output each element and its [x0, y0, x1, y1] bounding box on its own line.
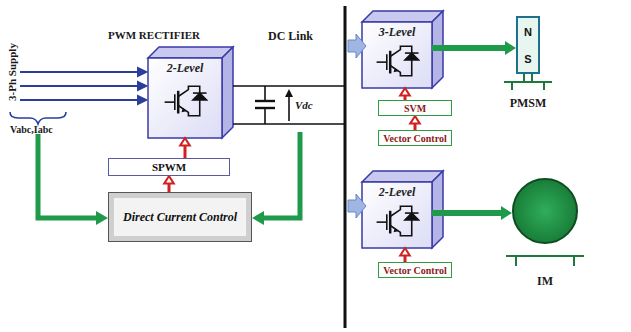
arrowhead — [180, 138, 190, 146]
motor-label: IM — [537, 274, 553, 289]
connector — [164, 176, 174, 192]
node-text: 2-Level — [167, 61, 204, 76]
node-text: S — [524, 53, 531, 65]
arrowhead — [501, 206, 512, 220]
bus-arrow — [348, 34, 366, 58]
connector — [400, 88, 410, 100]
inverter: 2-Level — [362, 182, 432, 248]
igbt-symbol — [377, 46, 419, 75]
signal-label: Vdc — [295, 99, 313, 111]
arrowhead — [164, 176, 174, 184]
igbt-symbol — [377, 206, 419, 235]
arrowhead — [410, 116, 420, 124]
node-text: N — [524, 26, 532, 38]
arrowhead — [400, 88, 410, 96]
connector — [180, 138, 190, 158]
motor-base — [504, 74, 584, 266]
modulator-box: SPWM — [108, 158, 230, 176]
control-box: Vector Control — [378, 262, 452, 278]
node-text: 3-Level — [379, 25, 416, 40]
pmsm-motor: NSPMSM — [516, 16, 540, 74]
brace — [10, 112, 66, 124]
connector — [432, 41, 516, 55]
inverter-box — [362, 11, 443, 88]
control-box: Vector Control — [378, 130, 452, 146]
node-text: Vector Control — [383, 265, 446, 276]
arrowhead — [505, 41, 516, 55]
connector — [432, 206, 512, 220]
connector-line — [432, 210, 503, 216]
supply-lines — [20, 68, 146, 104]
bus-arrow — [348, 194, 366, 218]
arrowhead — [400, 248, 410, 256]
dc-bus — [344, 6, 347, 328]
node-text: 2-Level — [379, 185, 416, 200]
induction-motor: IM — [512, 178, 578, 244]
signal-label: Vabc,Iabc — [10, 124, 53, 135]
node-text: SVM — [404, 103, 426, 114]
modulator-box: SVM — [378, 100, 452, 116]
node-text: Vector Control — [383, 133, 446, 144]
block-title: DC Link — [268, 29, 313, 44]
motor-label: PMSM — [510, 96, 547, 111]
dc-link — [233, 86, 345, 124]
supply-label: 3-Ph Supply — [6, 43, 18, 101]
igbt-symbol — [165, 86, 207, 115]
connector — [400, 248, 410, 262]
node-text: Direct Current Control — [123, 210, 237, 225]
block-title: PWM RECTIFIER — [108, 29, 200, 41]
node-text: SPWM — [152, 161, 186, 173]
rectifier-box — [148, 47, 233, 138]
inverter-box — [362, 171, 443, 248]
controller-box: Direct Current Control — [108, 192, 252, 242]
connector-line — [432, 45, 507, 51]
inverter: 3-Level — [362, 22, 432, 88]
rectifier: 2-Level — [148, 58, 222, 138]
connector — [410, 116, 420, 130]
